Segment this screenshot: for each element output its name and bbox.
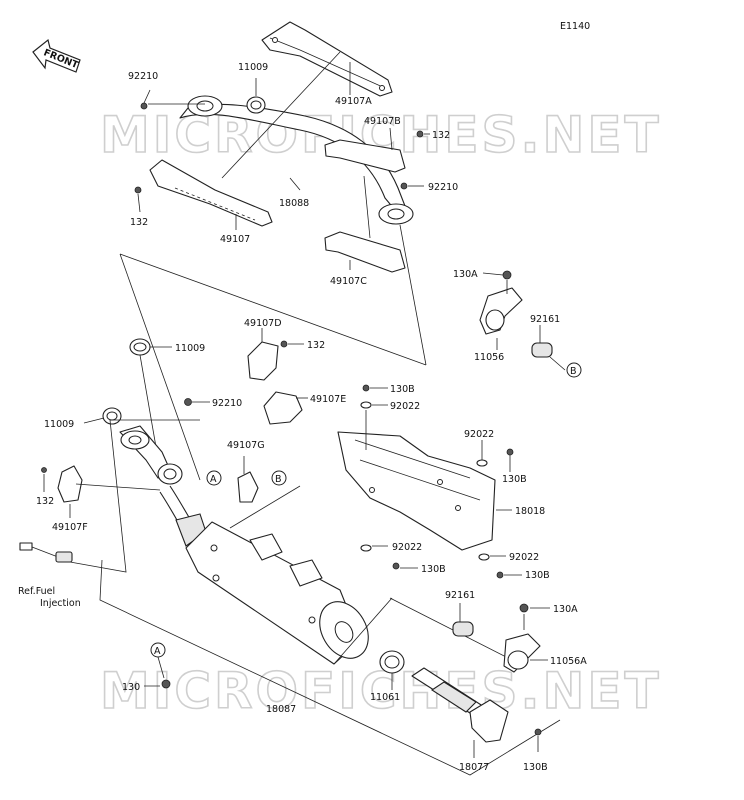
ref-marker-a-lower-label: A bbox=[154, 646, 161, 657]
muffler-18087 bbox=[159, 485, 369, 665]
screw-upper-left bbox=[134, 186, 142, 194]
callout-label: 49107E bbox=[310, 394, 346, 405]
callout-label: 49107G bbox=[227, 440, 265, 451]
tail-pipe-18077 bbox=[411, 667, 509, 743]
heat-cover-49107 bbox=[149, 159, 273, 227]
bolt-130b-right bbox=[506, 448, 514, 456]
heat-cover-49107f bbox=[57, 465, 83, 503]
callout-label: 132 bbox=[307, 340, 325, 351]
callout-label: 130 bbox=[122, 682, 140, 693]
washer-92022-top bbox=[360, 401, 372, 409]
watermark-bottom: MICROFICHES.NET bbox=[100, 662, 662, 720]
callout-label: 49107F bbox=[52, 522, 88, 533]
callout-label: 11009 bbox=[44, 419, 74, 430]
callout-label: 49107A bbox=[335, 96, 372, 107]
bracket-11056 bbox=[479, 287, 523, 335]
callout-label: 11056 bbox=[474, 352, 504, 363]
ref-marker-b-mid bbox=[271, 470, 287, 486]
heat-cover-49107e bbox=[263, 391, 303, 425]
oxygen-sensor bbox=[19, 542, 73, 563]
callout-label: 18077 bbox=[459, 762, 489, 773]
bolt-130b-tail bbox=[534, 728, 542, 736]
callout-label: 49107 bbox=[220, 234, 250, 245]
ref-marker-a-mid-label: A bbox=[210, 474, 217, 485]
callout-label: 92210 bbox=[212, 398, 242, 409]
callout-label: 18088 bbox=[279, 198, 309, 209]
nut-92210-mid bbox=[184, 398, 192, 406]
ref-marker-b-mid-label: B bbox=[275, 474, 282, 485]
callout-label: 130B bbox=[421, 564, 446, 575]
collar-92161-upper bbox=[531, 342, 553, 358]
washer-92022-lower-right bbox=[478, 553, 490, 561]
callout-label: 49107B bbox=[364, 116, 401, 127]
nut-upper-right bbox=[400, 182, 408, 190]
bolt-130-lower bbox=[161, 679, 171, 689]
front-label: FRONT bbox=[42, 47, 80, 71]
heat-cover-49107d bbox=[247, 341, 279, 381]
diagram-code: E1140 bbox=[560, 21, 590, 32]
callout-label: 18018 bbox=[515, 506, 545, 517]
heat-cover-49107a bbox=[261, 21, 393, 97]
ref-marker-a-mid bbox=[206, 470, 222, 486]
callout-label: 92161 bbox=[530, 314, 560, 325]
reference-note-line1: Ref.Fuel bbox=[18, 586, 55, 597]
callout-label: 49107C bbox=[330, 276, 367, 287]
ref-marker-b-right bbox=[566, 362, 582, 378]
bolt-130b-top bbox=[362, 384, 370, 392]
callout-label: 130B bbox=[390, 384, 415, 395]
heat-cover-49107c bbox=[324, 231, 406, 273]
callout-label: 11056A bbox=[550, 656, 587, 667]
callout-label: 92161 bbox=[445, 590, 475, 601]
callout-label: 130B bbox=[502, 474, 527, 485]
callout-label: 130A bbox=[453, 269, 478, 280]
heat-cover-49107g bbox=[237, 471, 259, 503]
bracket-11056a bbox=[503, 633, 541, 673]
callout-label: 92022 bbox=[392, 542, 422, 553]
reference-note-line2: Injection bbox=[40, 598, 81, 609]
callout-label: 132 bbox=[130, 217, 148, 228]
callout-label: 132 bbox=[36, 496, 54, 507]
callout-label: 92022 bbox=[390, 401, 420, 412]
callout-label: 49107D bbox=[244, 318, 282, 329]
bolt-130a-lower bbox=[519, 603, 529, 613]
callout-label: 92210 bbox=[428, 182, 458, 193]
ref-marker-b-right-label: B bbox=[570, 366, 577, 377]
callout-label: 11009 bbox=[175, 343, 205, 354]
washer-92022-lower-left bbox=[360, 544, 372, 552]
callout-label: 92022 bbox=[509, 552, 539, 563]
bolt-130a-upper bbox=[502, 270, 512, 280]
callout-label: 130B bbox=[523, 762, 548, 773]
callout-label: 18087 bbox=[266, 704, 296, 715]
callout-label: 92210 bbox=[128, 71, 158, 82]
callout-label: 11009 bbox=[238, 62, 268, 73]
washer-92022-right bbox=[476, 459, 488, 467]
screw-upper-right bbox=[416, 130, 424, 138]
heat-shield-18018 bbox=[337, 431, 496, 551]
callout-label: 130A bbox=[553, 604, 578, 615]
heat-cover-49107b bbox=[324, 139, 406, 173]
bolt-upper-left bbox=[140, 102, 148, 110]
callout-label: 132 bbox=[432, 130, 450, 141]
callout-label: 11061 bbox=[370, 692, 400, 703]
bolt-130b-lower-right bbox=[496, 571, 504, 579]
front-direction-arrow: FRONT bbox=[32, 38, 81, 73]
callout-label: 92022 bbox=[464, 429, 494, 440]
callout-label: 130B bbox=[525, 570, 550, 581]
header-pipe-lower bbox=[119, 425, 183, 485]
bolt-130b-lower-left bbox=[392, 562, 400, 570]
collar-92161-lower bbox=[452, 621, 474, 637]
screw-132-left bbox=[41, 467, 47, 473]
